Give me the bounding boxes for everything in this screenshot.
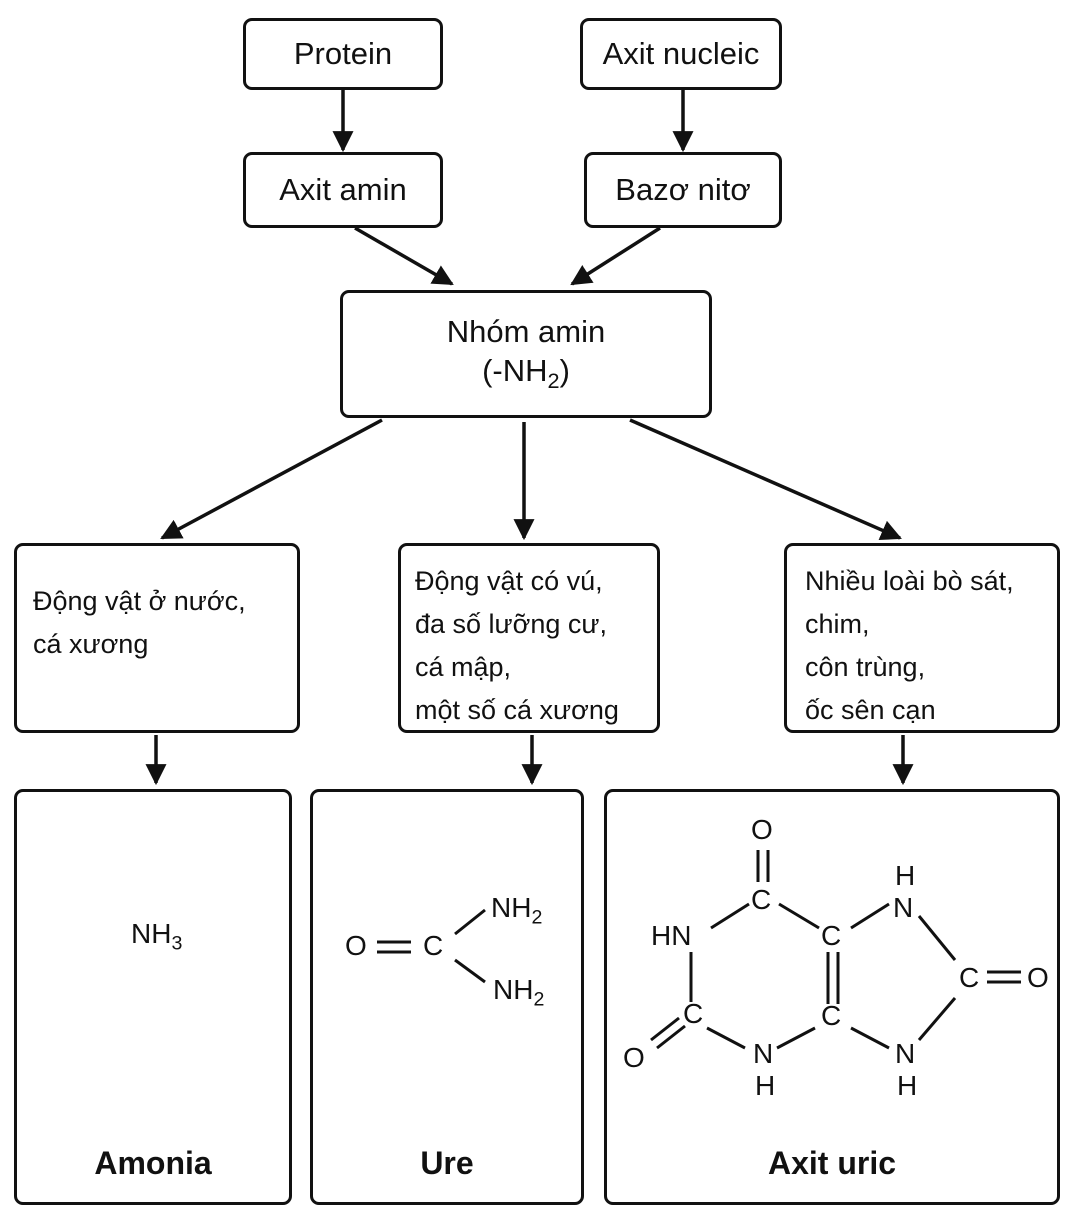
mammals-box: Động vật có vú, đa số lưỡng cư, cá mập, … xyxy=(398,543,660,733)
nitrogen-base-box: Bazơ nitơ xyxy=(584,152,782,228)
ammonia-box: NH3 Amonia xyxy=(14,789,292,1205)
urea-bonds xyxy=(377,908,486,984)
uric-hn-left: HN xyxy=(651,920,692,951)
uric-nitrogen-bottom-right: N xyxy=(895,1038,916,1069)
urea-amine-top: NH2 xyxy=(491,892,543,929)
protein-label: Protein xyxy=(293,36,393,72)
uric-acid-bonds xyxy=(650,850,1021,1050)
amino-acid-label: Axit amin xyxy=(279,172,407,208)
amino-acid-box: Axit amin xyxy=(243,152,443,228)
uric-h-bottom-right: H xyxy=(897,1070,918,1101)
ammonia-name: Amonia xyxy=(94,1145,212,1181)
urea-name: Ure xyxy=(420,1145,474,1181)
uric-h-bottom: H xyxy=(755,1070,776,1101)
protein-box: Protein xyxy=(243,18,443,90)
uric-carbon-bottom-left: C xyxy=(683,998,704,1029)
uric-oxygen-right: O xyxy=(1027,962,1049,993)
urea-carbon: C xyxy=(423,930,444,961)
uric-carbon-bottom-right: C xyxy=(821,1000,842,1031)
nucleic-acid-label: Axit nucleic xyxy=(602,36,760,72)
uric-carbon-top: C xyxy=(751,884,772,915)
nucleic-acid-box: Axit nucleic xyxy=(580,18,782,90)
aquatic-animals-line: cá xương xyxy=(33,629,149,659)
mammals-line: một số cá xương xyxy=(415,695,619,725)
uric-carbon-right: C xyxy=(821,920,842,951)
uric-nitrogen-bottom: N xyxy=(753,1038,774,1069)
uric-oxygen-top: O xyxy=(751,814,773,845)
reptiles-birds-box: Nhiều loài bò sát, chim, côn trùng, ốc s… xyxy=(784,543,1060,733)
reptiles-birds-line: côn trùng, xyxy=(805,652,926,682)
reptiles-birds-line: chim, xyxy=(805,609,870,639)
urea-box: O C NH2 NH2 Ure xyxy=(310,789,584,1205)
uric-h-top: H xyxy=(895,860,916,891)
urea-amine-bottom: NH2 xyxy=(493,974,545,1011)
amine-group-box: Nhóm amin (-NH2) xyxy=(340,290,712,418)
reptiles-birds-line: Nhiều loài bò sát, xyxy=(805,566,1014,596)
aquatic-animals-line: Động vật ở nước, xyxy=(33,586,246,616)
mammals-line: Động vật có vú, xyxy=(415,566,603,596)
amine-group-formula: (-NH2) xyxy=(482,353,570,394)
mammals-line: cá mập, xyxy=(415,652,512,682)
ammonia-formula: NH3 xyxy=(131,918,183,955)
amine-group-title: Nhóm amin xyxy=(446,313,606,349)
arrow-amine-left xyxy=(160,418,383,540)
arrow-base-amine xyxy=(570,226,661,286)
urea-oxygen: O xyxy=(345,930,367,961)
arrow-amino-amine xyxy=(354,226,454,286)
uric-oxygen-left: O xyxy=(623,1042,645,1073)
uric-acid-box: O C HN C H N C O C O C N H N H Axit uric xyxy=(604,789,1060,1205)
aquatic-animals-box: Động vật ở nước, cá xương xyxy=(14,543,300,733)
uric-acid-name: Axit uric xyxy=(767,1145,897,1181)
nitrogen-base-label: Bazơ nitơ xyxy=(615,172,751,208)
mammals-line: đa số lưỡng cư, xyxy=(415,609,607,639)
arrow-amine-right xyxy=(629,418,902,541)
uric-carbon-far-right: C xyxy=(959,962,980,993)
uric-nitrogen-top: N xyxy=(893,892,914,923)
reptiles-birds-line: ốc sên cạn xyxy=(805,695,936,725)
